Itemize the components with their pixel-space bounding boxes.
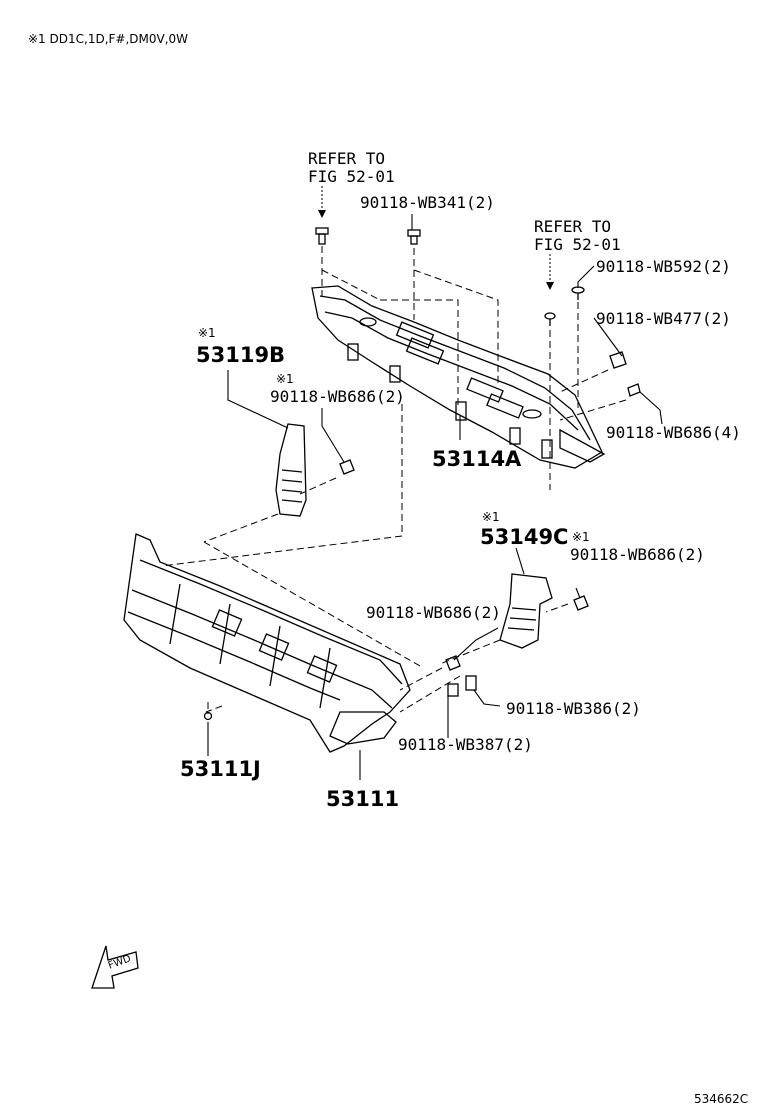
screw-wb592 [571, 286, 585, 300]
bolt-wb686-left [339, 459, 355, 475]
note-mark-wb686-left: ※1 [276, 372, 294, 386]
clip-53111j [203, 711, 213, 721]
note-mark-53119b: ※1 [198, 326, 216, 340]
bracket-53149c [499, 573, 553, 649]
screw-refer-right [544, 312, 556, 326]
label-90118-wb387: 90118-WB387(2) [398, 735, 533, 754]
part-53119b: 53119B [196, 343, 286, 367]
clip-wb341 [407, 229, 421, 245]
part-53111j: 53111J [180, 757, 261, 781]
leader-lines [207, 214, 663, 780]
refer-to-label-left: REFER TO [308, 149, 386, 168]
bracket-53119b [275, 423, 307, 517]
label-90118-wb386: 90118-WB386(2) [506, 699, 641, 718]
bolt-wb686-4 [627, 383, 641, 397]
label-90118-wb686-left: 90118-WB686(2) [270, 387, 405, 406]
upper-panel-53114a [311, 285, 606, 469]
bolt-wb686-right [573, 595, 589, 611]
bolt-wb686-mid [445, 655, 461, 671]
header-note: ※1 DD1C,1D,F#,DM0V,0W [28, 32, 189, 46]
label-90118-wb686-4: 90118-WB686(4) [606, 423, 741, 442]
fwd-arrow [91, 945, 139, 989]
part-53111: 53111 [326, 787, 400, 811]
part-53149c: 53149C [480, 525, 569, 549]
bolt-top-left [315, 227, 329, 245]
label-90118-wb477: 90118-WB477(2) [596, 309, 731, 328]
clip-wb386 [465, 675, 477, 691]
note-mark-wb686-right: ※1 [572, 530, 590, 544]
label-90118-wb592: 90118-WB592(2) [596, 257, 731, 276]
note-mark-53149c: ※1 [482, 510, 500, 524]
label-90118-wb686-mid: 90118-WB686(2) [366, 603, 501, 622]
fasteners [203, 227, 641, 721]
fig-ref-label-right: FIG 52-01 [534, 235, 621, 254]
fig-ref-label-left: FIG 52-01 [308, 167, 395, 186]
part-53114a: 53114A [432, 447, 522, 471]
clip-wb387 [447, 683, 459, 697]
clip-wb477 [609, 351, 627, 369]
lower-grille-53111 [123, 533, 411, 753]
alignment-lines [161, 246, 627, 714]
refer-arrows [318, 210, 554, 290]
label-90118-wb686-right: 90118-WB686(2) [570, 545, 705, 564]
label-90118-wb341: 90118-WB341(2) [360, 193, 495, 212]
refer-to-label-right: REFER TO [534, 217, 612, 236]
figure-code: 534662C [694, 1092, 749, 1106]
